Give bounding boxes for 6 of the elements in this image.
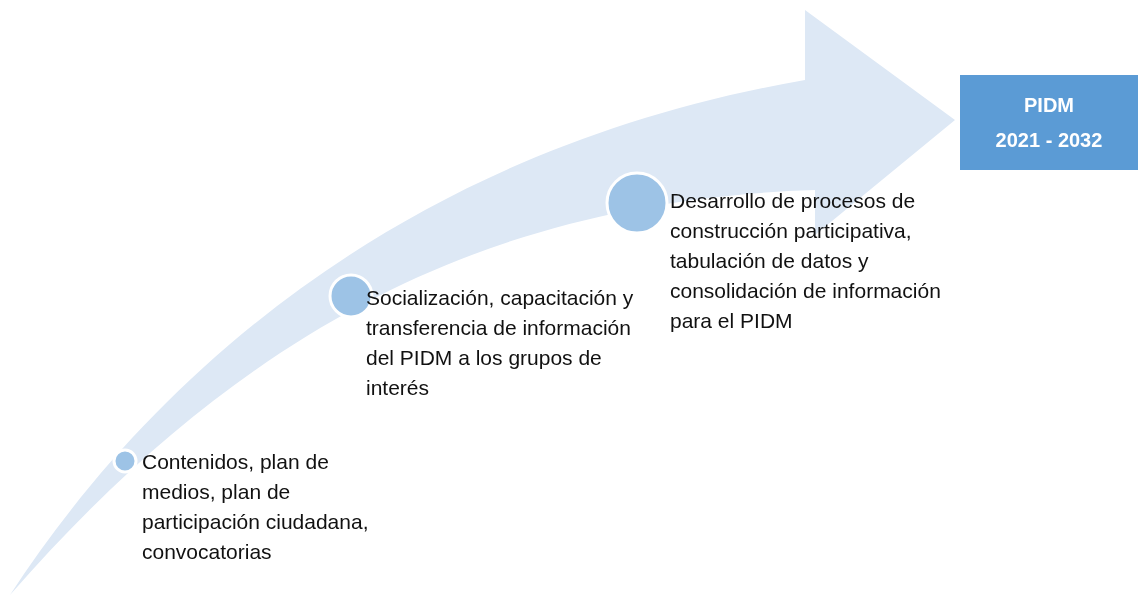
step-text: Contenidos, plan de medios, plan de participación ciudadana, convocatorias xyxy=(142,449,370,565)
box-heading: PIDM xyxy=(1024,93,1074,117)
step-text: Socialización, capacitación y transferencia de información del PIDM a los grupos de interés xyxy=(366,285,635,401)
milestone-box xyxy=(960,75,1138,170)
step-text: Desarrollo de procesos de construcción participativa, tabulación de datos y consolidación de información para el PIDM xyxy=(670,188,942,334)
year-range: 2021 - 2032 xyxy=(995,128,1103,152)
